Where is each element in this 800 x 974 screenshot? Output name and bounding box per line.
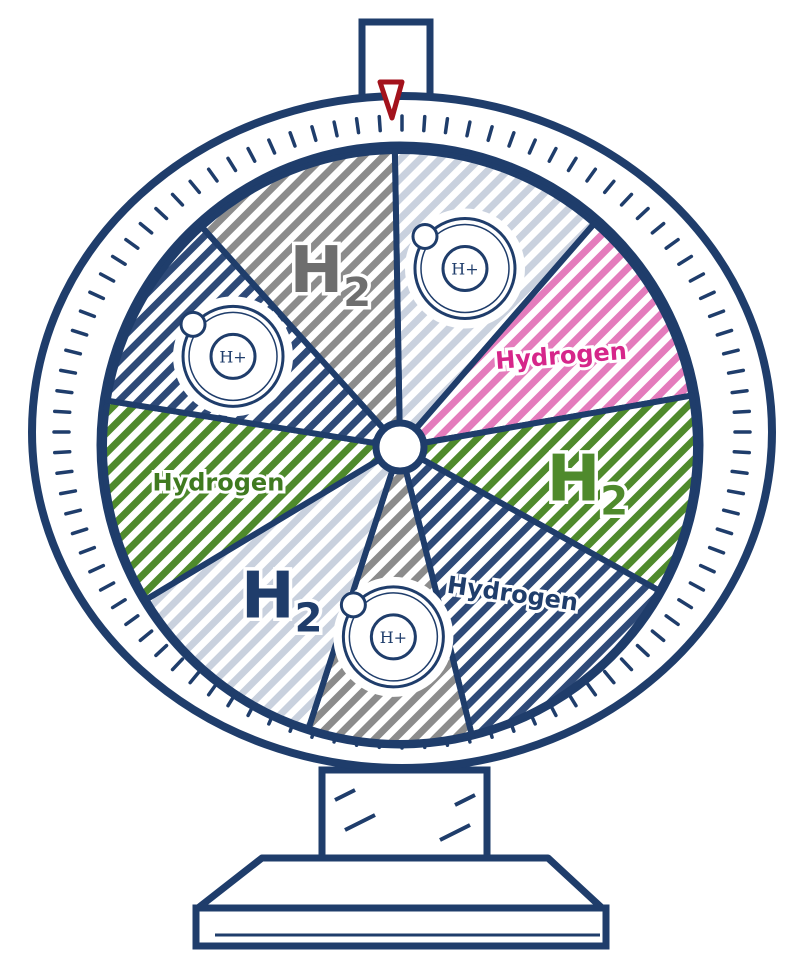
stand-base <box>192 904 610 950</box>
rim-tick <box>507 131 516 148</box>
rim-tick <box>58 489 78 496</box>
rim-tick <box>138 629 154 643</box>
rim-tick <box>707 309 726 319</box>
rim-tick <box>602 669 616 685</box>
wheel-segment[interactable] <box>397 392 699 594</box>
rim-tick <box>64 508 83 516</box>
rim-tick <box>310 125 318 143</box>
rim-tick <box>585 167 598 183</box>
rim-tick <box>677 254 694 266</box>
rim-tick <box>602 179 616 195</box>
rim-tick <box>698 563 716 574</box>
rim-tick <box>443 116 450 135</box>
hydrogen-ion-icon: H+ <box>333 576 454 697</box>
stand-neck <box>318 766 491 864</box>
rim-tick <box>732 409 752 414</box>
rim-tick <box>170 192 185 207</box>
rim-tick <box>138 221 154 235</box>
rim-tick <box>635 206 650 221</box>
rim-tick <box>585 681 598 697</box>
rim-tick <box>188 179 202 195</box>
hydrogen-ion-icon: H+ <box>404 208 525 329</box>
rim-tick <box>98 272 116 283</box>
rim-tick <box>715 328 734 337</box>
rim-tick <box>70 328 89 337</box>
wheel-stand <box>192 766 610 950</box>
rim-tick <box>707 545 726 555</box>
rim-tick <box>88 563 106 574</box>
rim-tick <box>721 508 740 516</box>
h2-label: H2 <box>547 442 628 524</box>
rim-tick <box>619 657 634 672</box>
rim-tick <box>566 156 578 173</box>
rim-tick <box>677 598 694 610</box>
rim-tick <box>78 545 97 555</box>
rim-tick <box>486 125 494 143</box>
rim-tick <box>465 120 472 138</box>
rim-tick <box>98 581 116 592</box>
wheel-segment[interactable] <box>198 148 403 450</box>
rim-tick <box>732 450 752 455</box>
rim-tick <box>52 450 72 455</box>
hydrogen-ion-label: H+ <box>451 259 478 278</box>
rim-tick <box>730 469 749 475</box>
hydrogen-ion-label: H+ <box>219 347 246 366</box>
hydrogen-ion-label: H+ <box>380 628 407 647</box>
rim-tick <box>188 669 202 685</box>
rim-tick <box>730 389 749 395</box>
wheel-segment[interactable] <box>101 397 403 603</box>
rim-tick <box>124 614 140 627</box>
rim-tick <box>206 167 219 183</box>
rim-tick <box>527 138 537 155</box>
rim-tick <box>726 368 746 375</box>
wheel-segment[interactable] <box>143 444 403 732</box>
rim-tick <box>619 192 634 207</box>
rim-tick <box>354 116 361 135</box>
rim-tick <box>721 348 740 356</box>
rim-tick <box>288 131 297 148</box>
rim-tick <box>226 156 238 173</box>
rim-tick <box>70 527 89 536</box>
rim-tick <box>124 237 140 250</box>
rim-tick <box>547 146 558 163</box>
rim-tick <box>55 469 74 475</box>
rim-tick <box>688 272 706 283</box>
pointer-icon <box>377 79 405 121</box>
rim-tick <box>78 309 97 319</box>
rim-tick <box>170 657 185 672</box>
rim-tick <box>377 114 382 133</box>
rim-tick <box>110 598 127 610</box>
h2-label: H2 <box>290 234 371 316</box>
rim-tick <box>64 348 83 356</box>
rim-tick <box>726 489 746 496</box>
rim-tick <box>55 389 74 395</box>
rim-tick <box>154 206 169 221</box>
wheel-hub[interactable] <box>372 419 428 475</box>
rim-tick <box>664 614 680 627</box>
rim-tick <box>664 237 680 250</box>
rim-tick <box>698 290 716 301</box>
stand-base-top <box>194 854 606 912</box>
wheel-segment[interactable] <box>397 220 695 450</box>
rim-tick <box>650 221 666 235</box>
rim-tick <box>267 138 277 155</box>
wheel-segment[interactable] <box>397 444 662 738</box>
rim-tick <box>688 581 706 592</box>
rim-tick <box>650 629 666 643</box>
rim-tick <box>52 409 72 414</box>
rim-tick <box>58 368 78 375</box>
rim-tick <box>332 120 339 138</box>
rim-tick <box>422 114 427 133</box>
rim-tick <box>154 643 169 658</box>
rim-tick <box>110 254 127 266</box>
rim-tick <box>246 146 257 163</box>
hydrogen-ion-icon: H+ <box>173 296 294 417</box>
rim-tick <box>635 643 650 658</box>
rim-tick <box>88 290 106 301</box>
hydrogen-label: Hydrogen <box>153 468 285 496</box>
rim-tick <box>715 527 734 536</box>
h2-label: H2 <box>241 560 322 642</box>
